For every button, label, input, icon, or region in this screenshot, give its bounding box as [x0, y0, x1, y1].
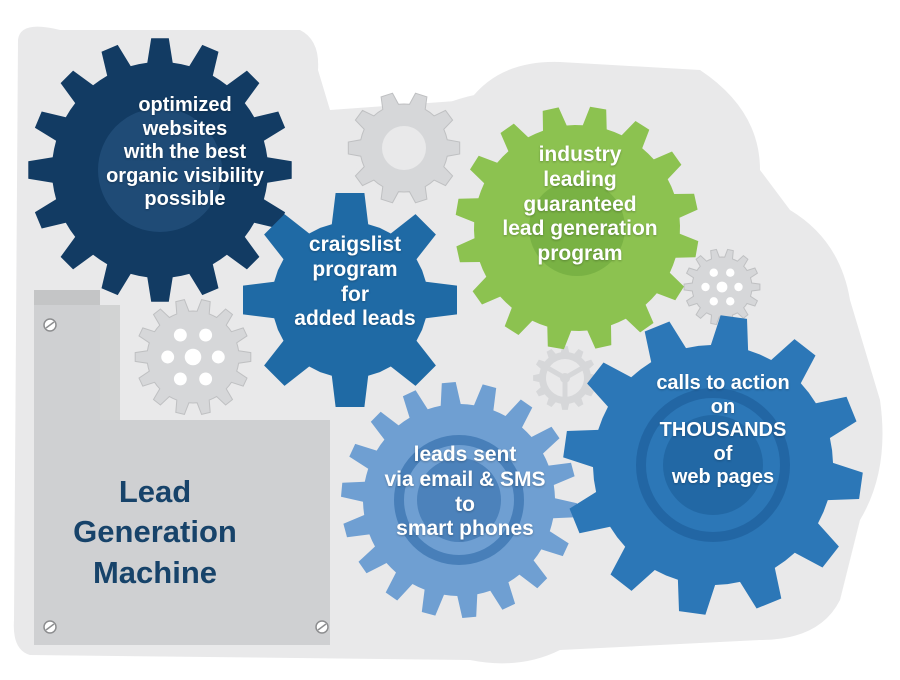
gear-right-blue-line-1: calls to action — [628, 372, 818, 396]
gear-dot — [212, 351, 225, 364]
gear-right-blue-line-5: web pages — [628, 466, 818, 490]
title-line-1: Lead — [60, 472, 250, 512]
gear-blue-label: craigslist program for added leads — [270, 233, 440, 332]
gear-green-line-5: program — [470, 242, 690, 267]
screw-icon — [44, 319, 56, 331]
gear-light-blue-label: leads sent via email & SMS to smart phon… — [365, 443, 565, 542]
gear-dot — [701, 283, 709, 291]
gear-blue-line-3: for — [270, 283, 440, 308]
gear-navy-line-2: websites — [70, 118, 300, 142]
screw-icon — [316, 621, 328, 633]
diagram-title: Lead Generation Machine — [60, 472, 250, 593]
title-line-2: Generation — [60, 512, 250, 552]
gear-dot — [199, 372, 212, 385]
gear-dot — [726, 297, 734, 305]
gear-green-line-4: lead generation — [470, 217, 690, 242]
gear-dot — [174, 329, 187, 342]
gear-dot — [185, 349, 202, 366]
screw-icon — [44, 621, 56, 633]
gear-green-line-2: leading — [470, 168, 690, 193]
gear-navy-line-4: organic visibility — [70, 165, 300, 189]
gear-dot — [161, 351, 174, 364]
title-line-3: Machine — [60, 553, 250, 593]
gear-green-line-3: guaranteed — [470, 193, 690, 218]
gear-dot — [726, 269, 734, 277]
gear-hub — [560, 373, 570, 383]
gear-green-line-1: industry — [470, 143, 690, 168]
gear-light-blue-line-3: to — [365, 493, 565, 518]
gear-light-blue-line-4: smart phones — [365, 517, 565, 542]
gear-blue-line-2: program — [270, 258, 440, 283]
gear-right-blue-line-4: of — [628, 443, 818, 467]
gear-navy-label: optimized websites with the best organic… — [70, 94, 300, 212]
gear-dot — [734, 283, 742, 291]
gear-hole — [382, 126, 426, 170]
gear-navy-line-1: optimized — [70, 94, 300, 118]
gear-dot — [717, 282, 728, 293]
gear-dot — [710, 297, 718, 305]
gear-dot — [199, 329, 212, 342]
gear-green-label: industry leading guaranteed lead generat… — [470, 143, 690, 267]
gear-right-blue-line-3: THOUSANDS — [628, 419, 818, 443]
gear-right-blue-label: calls to action on THOUSANDS of web page… — [628, 372, 818, 490]
gear-light-blue-line-1: leads sent — [365, 443, 565, 468]
gear-right-blue-line-2: on — [628, 396, 818, 420]
gear-dot — [174, 372, 187, 385]
gear-blue-line-1: craigslist — [270, 233, 440, 258]
gear-navy-line-3: with the best — [70, 141, 300, 165]
gear-blue-line-4: added leads — [270, 307, 440, 332]
gear-light-blue-line-2: via email & SMS — [365, 468, 565, 493]
gear-navy-line-5: possible — [70, 188, 300, 212]
gear-dot — [710, 269, 718, 277]
